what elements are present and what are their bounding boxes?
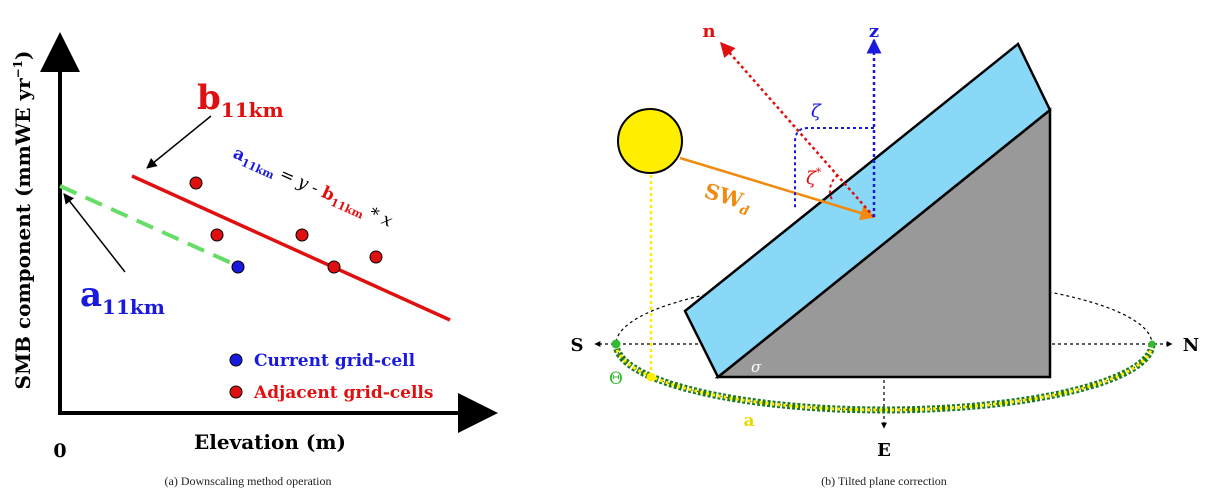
- adjacent-grid-cell-point: [295, 228, 309, 242]
- a-pointer-arrow: [63, 193, 126, 273]
- legend-adjacent-marker: [229, 385, 243, 399]
- shortwave-label: SWd: [700, 178, 754, 220]
- legend: Current grid-cell Adjacent grid-cells: [229, 351, 433, 403]
- north-point: [1148, 340, 1156, 348]
- x-axis-label: Elevation (m): [194, 430, 346, 454]
- caption-a: (a) Downscaling method operation: [165, 474, 332, 488]
- east-label: E: [877, 440, 891, 461]
- adjacent-grid-cell-point: [210, 228, 224, 242]
- current-grid-cell-point: [231, 260, 245, 274]
- zeta-label: ζ: [811, 101, 822, 122]
- origin-label: 0: [53, 440, 66, 462]
- adjacent-grid-cell-point: [327, 260, 341, 274]
- zeta-angle-arc: [794, 127, 874, 208]
- zeta-star-label: ζ*: [806, 166, 822, 189]
- adjacent-cells-regression-line: [131, 174, 451, 322]
- b-pointer-arrow: [146, 115, 212, 169]
- a-label: a11km: [80, 275, 165, 319]
- caption-b: (b) Tilted plane correction: [821, 474, 947, 488]
- shortwave-arrow: [679, 156, 876, 221]
- right-panel: S N E σ Θ a SWd n z ζ: [571, 21, 1200, 488]
- regression-equation: a11km = y - b11km * x: [229, 143, 396, 233]
- zenith-label: z: [869, 21, 879, 42]
- theta-point: [611, 339, 621, 349]
- sun-projection-point: [646, 372, 656, 382]
- legend-current-label: Current grid-cell: [254, 351, 416, 371]
- current-cell-regression-line: [59, 184, 239, 268]
- adjacent-grid-cell-point: [189, 176, 203, 190]
- normal-label: n: [702, 21, 715, 42]
- normal-vector: [720, 41, 875, 218]
- left-panel: 0 Elevation (m) SMB component (mmWE yr−1…: [11, 32, 498, 488]
- adjacent-grid-cell-point: [369, 250, 383, 264]
- legend-adjacent-label: Adjacent grid-cells: [253, 383, 433, 403]
- north-label: N: [1183, 335, 1199, 356]
- y-axis-label: SMB component (mmWE yr−1): [11, 51, 35, 390]
- sun-icon: [617, 108, 683, 174]
- a-azimuth-label: a: [743, 411, 754, 431]
- south-label: S: [571, 335, 584, 356]
- sigma-label: σ: [751, 358, 762, 376]
- zeta-star-angle-arc: [829, 174, 839, 201]
- b-label: b11km: [197, 78, 284, 122]
- theta-label: Θ: [609, 369, 623, 389]
- legend-current-marker: [229, 353, 243, 367]
